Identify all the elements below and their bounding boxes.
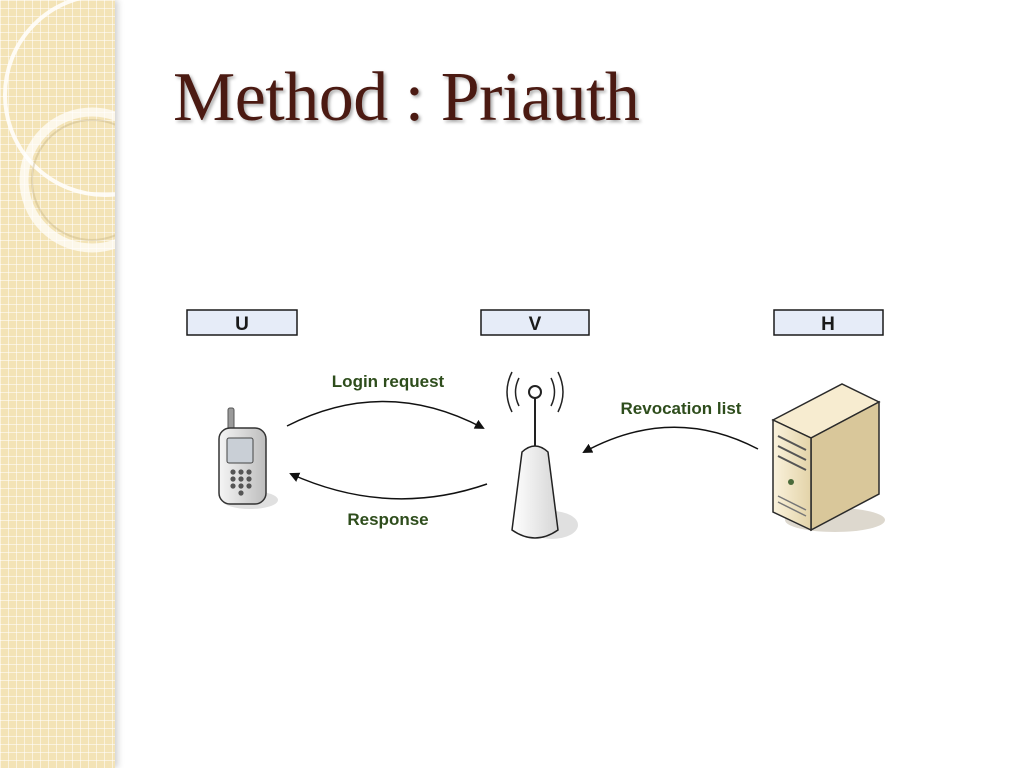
node-label-u: U: [235, 314, 249, 335]
edge-label-response: Response: [347, 510, 428, 529]
node-label-v: V: [529, 314, 542, 335]
mobile-phone-icon: [218, 407, 278, 509]
decorative-sidebar: [0, 0, 115, 768]
node-box-v: V: [480, 309, 590, 336]
node-box-h: H: [773, 309, 884, 336]
edge-login-request: Login request: [286, 372, 485, 429]
edge-label-login-request: Login request: [332, 372, 445, 391]
server-tower-icon: [771, 383, 885, 532]
edge-revocation-list: Revocation list: [582, 399, 759, 453]
node-box-u: U: [186, 309, 298, 336]
node-label-h: H: [821, 314, 835, 335]
wireless-access-point-icon: [506, 371, 578, 539]
decorative-rings: [3, 0, 115, 253]
slide-title: Method : Priauth: [173, 59, 640, 136]
edge-label-revocation-list: Revocation list: [621, 399, 742, 418]
edge-response: Response: [289, 472, 488, 529]
